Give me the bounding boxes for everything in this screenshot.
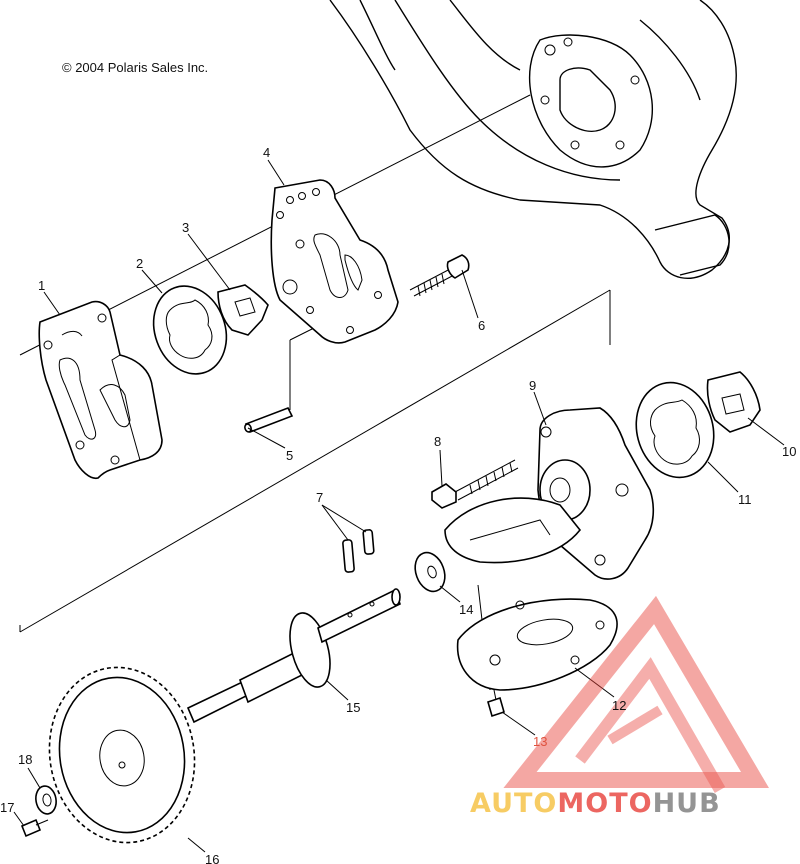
leader-lines — [13, 159, 785, 853]
part-10-inner-rotor — [706, 371, 761, 433]
callout-4: 4 — [263, 145, 270, 160]
callout-17: 17 — [0, 800, 14, 815]
part-14-washer — [414, 551, 446, 593]
callout-11: 11 — [738, 492, 752, 507]
watermark-text: AUTOMOTOHUB — [470, 788, 721, 819]
callout-3: 3 — [182, 220, 189, 235]
part-12-screen — [456, 598, 618, 691]
part-3-inner-rotor — [217, 284, 269, 336]
callout-labels: 1 2 3 4 5 6 7 8 9 10 11 12 13 14 15 16 1… — [0, 145, 796, 864]
callout-7: 7 — [316, 490, 323, 505]
callout-18: 18 — [18, 752, 32, 767]
part-6-bolt — [409, 254, 470, 297]
part-15-shaft — [186, 588, 401, 724]
part-9-pump-housing — [444, 407, 655, 580]
part-17-screw — [20, 818, 49, 838]
callout-5: 5 — [286, 448, 293, 463]
part-7-pins — [342, 529, 375, 573]
watermark-text-hub: HUB — [653, 788, 721, 819]
part-5-pin — [244, 406, 294, 434]
callout-13: 13 — [533, 734, 547, 749]
part-4-plate — [270, 179, 399, 344]
watermark-text-moto: MOTO — [557, 788, 652, 819]
part-18-washer — [35, 785, 57, 815]
callout-1: 1 — [38, 278, 45, 293]
part-13-screw — [487, 689, 505, 718]
part-16-gear — [48, 666, 196, 844]
engine-case — [329, 0, 737, 279]
copyright-notice: © 2004 Polaris Sales Inc. — [62, 60, 209, 75]
watermark-text-auto: AUTO — [470, 788, 557, 819]
callout-16: 16 — [205, 852, 219, 864]
callout-15: 15 — [346, 700, 360, 715]
watermark-logo — [503, 595, 769, 793]
callout-9: 9 — [529, 378, 536, 393]
callout-8: 8 — [434, 434, 441, 449]
part-11-outer-rotor — [635, 381, 715, 479]
callout-12: 12 — [612, 698, 626, 713]
callout-6: 6 — [478, 318, 485, 333]
part-8-bolt — [431, 459, 519, 509]
callout-2: 2 — [136, 256, 143, 271]
callout-10: 10 — [782, 444, 796, 459]
part-1-pump-body — [38, 300, 163, 480]
callout-14: 14 — [459, 602, 473, 617]
